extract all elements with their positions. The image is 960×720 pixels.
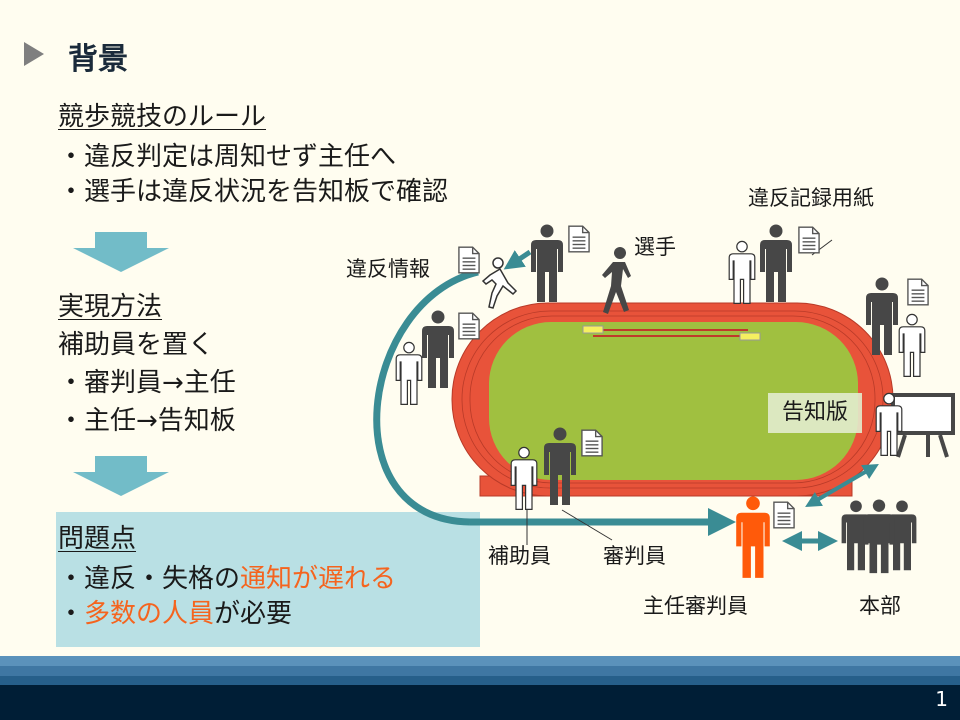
label-notice-board: 告知版	[768, 393, 862, 433]
chief-judge-person-icon	[736, 496, 770, 578]
problem-box	[56, 512, 480, 647]
label-judge: 審判員	[603, 544, 666, 568]
runner-icon	[481, 257, 518, 309]
label-violation-info: 違反情報	[346, 257, 430, 281]
judge-person-icon	[531, 224, 563, 302]
assistant-person-icon	[728, 240, 756, 305]
label-headquarters: 本部	[859, 594, 901, 618]
marker-flag	[582, 325, 604, 334]
hq-person-icon	[863, 499, 895, 574]
document-icon	[907, 278, 929, 306]
report-flow-arrow	[373, 268, 479, 526]
method-item: ・主任→告知板	[58, 406, 236, 436]
document-icon	[798, 226, 820, 254]
footer-stripe	[0, 656, 960, 666]
assistant-person-icon	[395, 341, 423, 406]
marker-flag	[739, 332, 761, 341]
problem-text: ・違反・失格の	[58, 564, 241, 594]
document-icon	[581, 429, 603, 457]
problem-highlight: 多数の人員	[84, 599, 215, 629]
rule-item: ・違反判定は周知せず主任へ	[58, 142, 397, 172]
problem-item: ・違反・失格の通知が遅れる	[58, 563, 396, 595]
method-heading: 実現方法	[58, 292, 163, 322]
page-number: 1	[935, 687, 948, 711]
label-athlete: 選手	[634, 235, 676, 259]
rule-item: ・選手は違反状況を告知板で確認	[58, 177, 449, 207]
problem-text: が必要	[214, 599, 293, 629]
label-violation-record-sheet: 違反記録用紙	[748, 186, 874, 210]
footer-stripe	[0, 676, 960, 685]
problem-text: ・	[58, 599, 85, 629]
document-icon	[458, 246, 480, 274]
assistant-person-icon	[898, 313, 926, 378]
judge-person-icon	[422, 310, 454, 388]
document-icon	[568, 225, 590, 253]
footer-bar	[0, 685, 960, 720]
leader-line	[561, 509, 613, 541]
judge-person-icon	[760, 224, 792, 302]
label-assistant: 補助員	[488, 544, 551, 568]
document-icon	[458, 312, 480, 340]
rules-heading: 競歩競技のルール	[58, 102, 267, 132]
chief-board-arrow	[805, 463, 879, 508]
footer-stripe	[0, 666, 960, 676]
slide-title: 背景	[68, 42, 128, 77]
document-icon	[773, 501, 795, 529]
small-arrow	[503, 249, 532, 270]
method-item: ・審判員→主任	[58, 368, 236, 398]
label-chief-judge: 主任審判員	[643, 594, 748, 618]
method-lead: 補助員を置く	[58, 330, 215, 360]
problem-highlight: 通知が遅れる	[240, 564, 397, 594]
title-bullet-triangle-icon	[24, 42, 44, 66]
down-arrow-icon	[73, 456, 169, 496]
down-arrow-icon	[73, 232, 169, 272]
problem-item: ・多数の人員が必要	[58, 598, 292, 630]
problems-heading: 問題点	[58, 524, 137, 554]
walking-athlete-icon	[602, 247, 631, 314]
